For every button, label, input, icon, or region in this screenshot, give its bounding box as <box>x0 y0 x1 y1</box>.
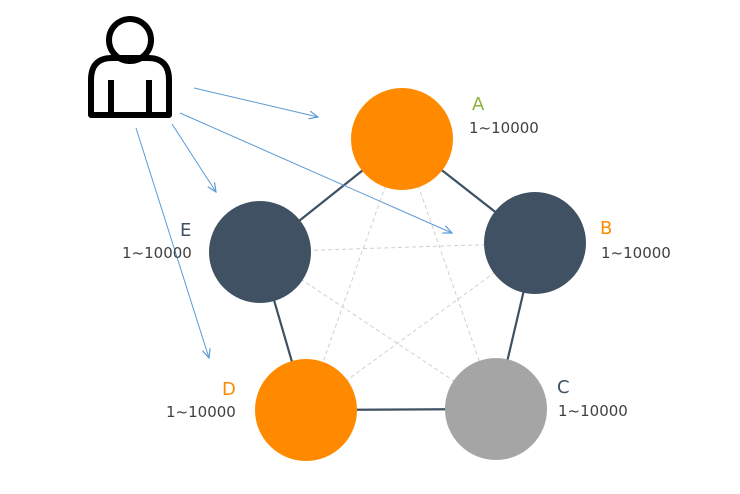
node-c-range: 1~10000 <box>558 402 628 420</box>
request-arrow-to-d <box>135 127 209 358</box>
node-a-circle <box>351 88 453 190</box>
node-e-range: 1~10000 <box>122 244 192 262</box>
request-arrow-to-e <box>171 123 216 192</box>
node-a-label: A <box>472 94 485 115</box>
chord-c-e <box>259 251 497 410</box>
node-c-circle <box>445 358 547 460</box>
node-d-label: D <box>222 379 236 400</box>
node-d-range: 1~10000 <box>166 403 236 421</box>
user-icon <box>88 16 172 118</box>
node-b-label: B <box>600 218 613 239</box>
node-a-range: 1~10000 <box>469 119 539 137</box>
node-b-range: 1~10000 <box>601 244 671 262</box>
node-c-label: C <box>557 377 570 398</box>
node-d-circle <box>255 359 357 461</box>
chord-b-d <box>305 242 536 411</box>
request-arrow-to-b <box>179 112 452 233</box>
node-e-label: E <box>180 220 192 241</box>
node-b-circle <box>484 192 586 294</box>
request-arrow-to-a <box>193 87 318 117</box>
node-e-circle <box>209 201 311 303</box>
